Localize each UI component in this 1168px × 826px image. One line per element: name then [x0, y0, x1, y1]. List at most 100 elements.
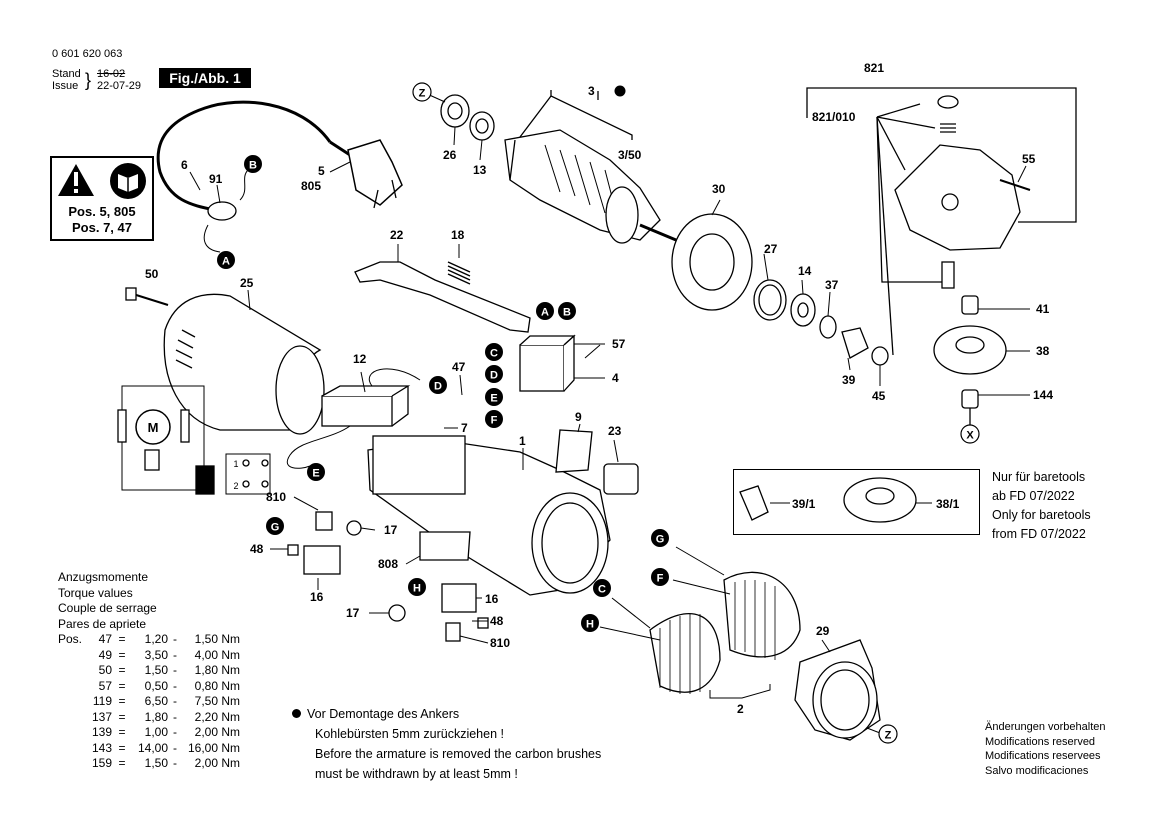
callout-17a: 17: [384, 523, 398, 537]
svg-text:E: E: [312, 468, 319, 480]
torque-heading-es: Pares de apriete: [58, 616, 147, 631]
bare-de1: Nur für baretools: [992, 470, 1086, 484]
field-coil-lower: [649, 613, 721, 693]
callout-17b: 17: [346, 606, 360, 620]
torque-sep: [58, 725, 86, 741]
marker-g2: G: [651, 529, 669, 547]
torque-sep: [58, 710, 86, 726]
callout-25: 25: [240, 276, 254, 290]
callout-805: 805: [301, 179, 322, 193]
part-number: 0 601 620 063: [52, 48, 123, 60]
svg-text:Z: Z: [885, 730, 892, 742]
torque-cell: 1,50: [144, 663, 168, 677]
svg-text:1: 1: [233, 459, 238, 469]
torque-cell: 1,50 Nm: [194, 632, 240, 646]
power-plug: [347, 139, 403, 206]
callout-5: 5: [318, 164, 325, 178]
callout-3-50: 3/50: [618, 148, 642, 162]
bare-en1: Only for baretools: [992, 508, 1091, 522]
torque-sep: [58, 648, 86, 664]
bullet-3: [614, 85, 626, 97]
warning-pos-line1: Pos. 5, 805: [68, 204, 136, 219]
black-markers: A B A B C D E F D E G H G F C H: [217, 155, 669, 632]
torque-sep: =: [118, 678, 126, 693]
marker-m: M: [148, 420, 159, 435]
torque-sep: -: [173, 678, 177, 693]
torque-cell: 1,00: [144, 725, 168, 739]
torque-sep: =: [118, 756, 126, 770]
terminal-2: 2: [233, 481, 238, 491]
torque-sep: =: [118, 647, 126, 662]
torque-sep: -: [173, 709, 177, 724]
marker-h1: H: [408, 578, 426, 596]
mod-es: Salvo modificaciones: [985, 764, 1089, 777]
torque-sep: [58, 679, 86, 695]
callout-39: 39: [842, 373, 856, 387]
marker-a1: A: [217, 251, 235, 269]
bare-de2: ab FD 07/2022: [992, 489, 1075, 503]
torque-heading-de: Anzugsmomente: [58, 570, 149, 584]
switch-block: [519, 344, 565, 392]
svg-text:G: G: [656, 534, 665, 546]
torque-cell: 3,50: [144, 647, 168, 662]
marker-g1: G: [266, 517, 284, 535]
mod-de: Änderungen vorbehalten: [985, 721, 1106, 733]
note-en1: Before the armature is removed the carbo…: [315, 747, 602, 761]
torque-heading-fr: Couple de serrage: [58, 601, 157, 615]
callout-91: 91: [209, 172, 223, 186]
marker-d1: D: [485, 365, 503, 383]
callout-14: 14: [798, 264, 812, 278]
torque-sep: =: [118, 694, 126, 708]
torque-cell: 49: [98, 647, 112, 662]
torque-row: 119=6,50-7,50 Nm: [58, 694, 240, 710]
torque-cell: 0,50: [144, 678, 168, 693]
bevel-gear: [933, 325, 1007, 375]
callout-23: 23: [608, 424, 622, 438]
marker-x: X: [960, 424, 980, 444]
marker-z1: Z: [412, 82, 432, 102]
svg-text:X: X: [966, 430, 974, 442]
svg-text:B: B: [249, 160, 257, 172]
bracket-3: [550, 90, 633, 140]
svg-text:C: C: [490, 348, 498, 360]
callout-144: 144: [1033, 388, 1054, 402]
marker-h2: H: [581, 614, 599, 632]
torque-cell: 1,80 Nm: [194, 663, 240, 677]
torque-cell: 2,00 Nm: [194, 756, 240, 770]
torque-cell: 1,20: [144, 632, 168, 646]
issue-label: Issue: [52, 80, 79, 92]
callout-38-1: 38/1: [936, 497, 960, 511]
marker-d2: D: [429, 376, 447, 394]
torque-sep: -: [173, 663, 177, 677]
torque-row: Pos.47=1,20-1,50 Nm: [58, 632, 240, 648]
callout-16a: 16: [310, 590, 324, 604]
callout-37: 37: [825, 278, 839, 292]
baretool-note: Nur für baretools ab FD 07/2022 Only for…: [992, 468, 1091, 544]
marker-e2: E: [307, 463, 325, 481]
svg-text:C: C: [598, 584, 606, 596]
svg-text:G: G: [271, 522, 280, 534]
callout-13: 13: [473, 163, 487, 177]
torque-sep: -: [173, 756, 177, 770]
callout-30: 30: [712, 182, 726, 196]
torque-sep: =: [118, 725, 126, 739]
safety-warning-box: Pos. 5, 805 Pos. 7, 47: [50, 156, 154, 241]
warning-pos-line2: Pos. 7, 47: [72, 220, 132, 235]
torque-sep: [58, 694, 86, 710]
marker-z2: Z: [878, 724, 898, 744]
gear-head: [894, 144, 1021, 251]
callout-4: 4: [612, 371, 619, 385]
callout-3: 3: [588, 84, 595, 98]
torque-sep: -: [173, 694, 177, 708]
torque-cell: 2,00 Nm: [194, 725, 240, 739]
suppression-capacitor: [321, 395, 393, 427]
torque-cell: 14,00: [137, 740, 168, 755]
warning-icon: [58, 163, 146, 199]
torque-table: Anzugsmomente Torque values Couple de se…: [58, 570, 240, 772]
torque-cell: 143: [91, 740, 112, 755]
armature-note: Vor Demontage des Ankers Kohlebürsten 5m…: [292, 704, 601, 784]
torque-cell: 50: [98, 663, 112, 677]
